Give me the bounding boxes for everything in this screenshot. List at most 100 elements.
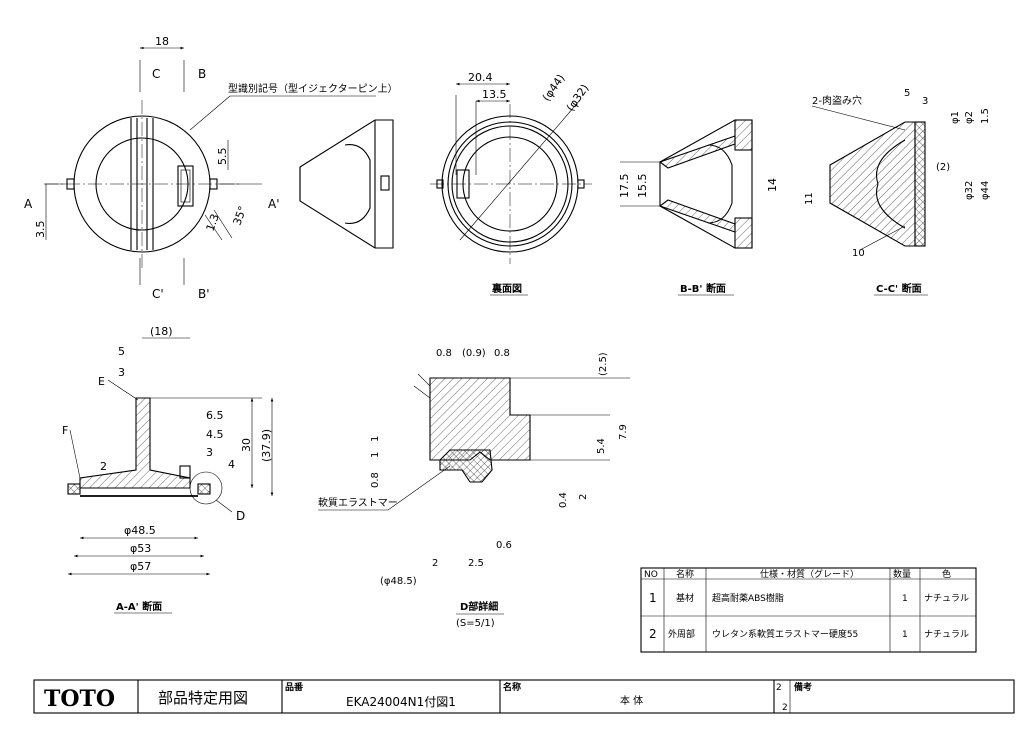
dim-6-5: 6.5 (206, 409, 224, 422)
caption-aa-section: A-A' 断面 (116, 600, 162, 613)
dim-top-0-8a: 0.8 (436, 348, 452, 359)
dim-paren-18: (18) (150, 325, 173, 338)
dim-5-5: 5.5 (216, 148, 229, 166)
dim-top-0-9: (0.9) (462, 348, 486, 359)
part-no-label: 品番 (285, 681, 304, 693)
dim-phi44-cc: φ44 (980, 181, 991, 200)
dim-2-5-bottom: 2.5 (468, 558, 484, 569)
dim-3b: 3 (206, 446, 213, 459)
dim-1b: 1 (370, 452, 381, 458)
dim-3-5: 3.5 (34, 221, 47, 239)
back-view: 20.4 13.5 (φ44) (φ32) 裏面図 (430, 71, 592, 296)
scale-b: 2 (782, 703, 788, 713)
dim-3-cc: 3 (922, 96, 928, 107)
dim-35deg: 35° (231, 204, 250, 227)
table-header-color: 色 (942, 568, 951, 580)
table-header-name: 名称 (676, 568, 694, 580)
table-row1-name: 基材 (676, 592, 694, 604)
dim-phi53: φ53 (130, 542, 151, 555)
table-row2-spec: ウレタン系軟質エラストマー硬度55 (712, 628, 858, 640)
section-c-top: C (152, 67, 160, 81)
table-row1-spec: 超高耐薬ABS樹脂 (712, 592, 784, 604)
note-soft-elastomer: 軟質エラストマー (318, 496, 398, 509)
section-a-right: A' (268, 197, 280, 211)
dim-13-5: 13.5 (482, 88, 507, 101)
dim-17-5: 17.5 (618, 174, 631, 199)
dim-14: 14 (766, 178, 779, 192)
dim-10: 10 (852, 248, 865, 259)
dim-15-5: 15.5 (636, 174, 649, 199)
table-row1-no: 1 (649, 591, 657, 605)
dim-2-aa: 2 (100, 460, 107, 473)
dim-11: 11 (804, 192, 815, 205)
part-name: 本 体 (620, 694, 643, 707)
dim-1a: 1 (370, 436, 381, 442)
table-row2-color: ナチュラル (924, 629, 969, 640)
dim-phi57: φ57 (130, 560, 151, 573)
detail-d-view: 0.8 (0.9) 0.8 (2.5) 7.9 5.4 1 1 0.8 0.4 … (318, 348, 630, 629)
remarks-label: 備考 (794, 681, 812, 693)
table-row2-no: 2 (649, 627, 657, 641)
drawing-type: 部品特定用図 (158, 689, 248, 707)
dim-0-8: 0.8 (370, 472, 381, 488)
table-row2-name: 外周部 (668, 628, 695, 640)
dim-paren-2: (2) (936, 162, 950, 173)
table-header-no: NO (644, 570, 658, 580)
section-b-top: B (198, 67, 206, 81)
detail-d-callout: D (236, 509, 245, 523)
dim-phi44-back: (φ44) (540, 72, 568, 104)
dim-phi1: φ1 (950, 111, 961, 124)
label-e: E (98, 375, 105, 388)
dim-0-6: 0.6 (496, 540, 512, 551)
label-f: F (62, 424, 68, 437)
dim-5-cc: 5 (904, 88, 910, 99)
table-header-qty: 数量 (893, 568, 911, 580)
cc-section-view: 2-肉盗み穴 5 3 φ1 φ2 1.5 (2) φ32 φ44 11 10 C… (804, 88, 991, 296)
title-block: TOTO 部品特定用図 品番 EKA24004N1付図1 名称 本 体 2 2 … (33, 679, 1015, 714)
dim-1-3: 1.3 (204, 212, 222, 233)
dim-3-aa: 3 (118, 366, 125, 379)
caption-bb-section: B-B' 断面 (680, 282, 726, 295)
dim-37-9: (37.9) (260, 429, 273, 462)
dim-7-9: 7.9 (618, 424, 629, 440)
parts-table: NO 名称 仕様・材質（グレード） 数量 色 1 基材 超高耐薬ABS樹脂 1 … (640, 567, 977, 653)
note-mold-id: 型識別記号（型イジェクターピン上） (228, 82, 398, 95)
front-view: 18 C B C' B' A A' 3.5 5.5 1.3 35° 型識別記号（… (24, 35, 398, 301)
detail-d-scale: (S=5/1) (456, 618, 495, 629)
dim-1-5: 1.5 (980, 108, 991, 124)
dim-20-4: 20.4 (468, 71, 493, 84)
section-c-bottom: C' (152, 287, 164, 301)
dim-phi48-5: φ48.5 (124, 524, 156, 537)
caption-cc-section: C-C' 断面 (876, 282, 922, 295)
dim-paren-phi48-5: (φ48.5) (380, 576, 417, 587)
toto-logo: TOTO (44, 686, 115, 712)
table-row1-color: ナチュラル (924, 593, 969, 604)
dim-phi2: φ2 (964, 111, 975, 124)
dim-phi32-cc: φ32 (964, 181, 975, 200)
dim-0-4: 0.4 (558, 492, 569, 508)
dim-paren-2-5: (2.5) (598, 352, 609, 376)
dim-30: 30 (240, 438, 253, 452)
side-profile-view (299, 119, 394, 249)
caption-back-view: 裏面図 (491, 282, 522, 295)
dim-5-aa: 5 (118, 345, 125, 358)
dim-phi32-back: (φ32) (564, 82, 592, 114)
caption-detail-d: D部詳細 (460, 600, 498, 613)
table-header-spec: 仕様・材質（グレード） (760, 568, 859, 580)
section-a-left: A (24, 197, 33, 211)
dim-4-5: 4.5 (206, 428, 224, 441)
dim-2-right: 2 (578, 494, 589, 500)
note-lightening-holes: 2-肉盗み穴 (812, 94, 862, 107)
dim-top-0-8b: 0.8 (494, 348, 510, 359)
section-b-bottom: B' (198, 287, 210, 301)
table-row1-qty: 1 (902, 594, 908, 604)
bb-section-view: 17.5 15.5 14 B-B' 断面 (618, 119, 779, 296)
dim-18: 18 (155, 35, 169, 48)
name-label: 名称 (503, 681, 521, 693)
part-no: EKA24004N1付図1 (346, 695, 456, 709)
dim-4-aa: 4 (228, 458, 235, 471)
dim-2-bottom: 2 (432, 558, 438, 569)
table-row2-qty: 1 (902, 630, 908, 640)
aa-section-view: D (18) 5 3 E F 6.5 4.5 3 4 30 (37.9) 2 φ… (62, 325, 274, 614)
